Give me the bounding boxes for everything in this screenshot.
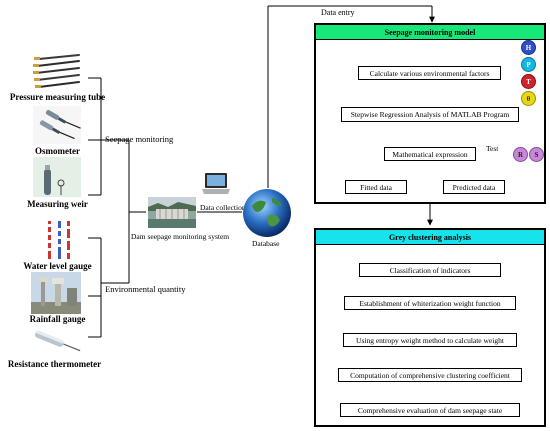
measuring-weir-image [33,157,81,197]
test-label: Test [486,144,499,153]
water-level-gauge-image [33,220,81,260]
dam-label: Dam seepage monitoring system [131,232,230,241]
factor-p-icon: P [521,57,536,72]
data-entry-label: Data entry [321,8,355,17]
resistance-thermometer-image [30,326,82,356]
factor-h-icon: H [521,40,536,55]
step-stepwise-regression: Stepwise Regression Analysis of MATLAB P… [341,107,519,122]
test-s-icon: S [529,147,544,162]
sensor-label-resistance-thermometer: Resistance thermometer [7,359,102,369]
step-calculate-factors: Calculate various environmental factors [358,66,501,80]
predicted-data-box: Predicted data [443,180,505,194]
globe-icon [242,188,292,238]
seepage-model-title: Seepage monitoring model [316,25,544,40]
osmometer-image [33,106,81,144]
sensor-label-water-level-gauge: Water level gauge [23,261,92,271]
rainfall-gauge-image [31,272,81,314]
grey-clustering-title: Grey clustering analysis [316,230,544,245]
fitted-data-box: Fitted data [345,180,407,194]
factor-theta-icon: θ [521,91,536,106]
grey-clustering-panel: Grey clustering analysis [314,228,546,427]
grey-step-2: Establishment of whiterization weight fu… [344,296,516,310]
dam-image [148,197,196,228]
factor-t-icon: T [521,74,536,89]
sensor-label-pressure-tube: Pressure measuring tube [9,92,106,102]
group-label-environment: Environmental quantity [105,284,186,294]
grey-step-3: Using entropy weight method to calculate… [343,333,517,347]
database-label: Database [252,239,280,248]
grey-step-4: Computation of comprehensive clustering … [338,368,522,382]
sensor-label-measuring-weir: Measuring weir [27,199,88,209]
data-collection-label: Data collection [200,203,246,212]
sensor-label-osmometer: Osmometer [35,146,80,156]
group-label-seepage: Seepage monitoring [105,134,174,144]
step-mathematical-expression: Mathematical expression [384,147,476,161]
laptop-icon [201,172,231,196]
grey-step-5: Comprehensive evaluation of dam seepage … [340,403,520,417]
pressure-tube-image [33,53,81,91]
grey-step-1: Classification of indicators [359,263,501,277]
test-r-icon: R [513,147,528,162]
sensor-label-rainfall-gauge: Rainfall gauge [29,314,86,324]
